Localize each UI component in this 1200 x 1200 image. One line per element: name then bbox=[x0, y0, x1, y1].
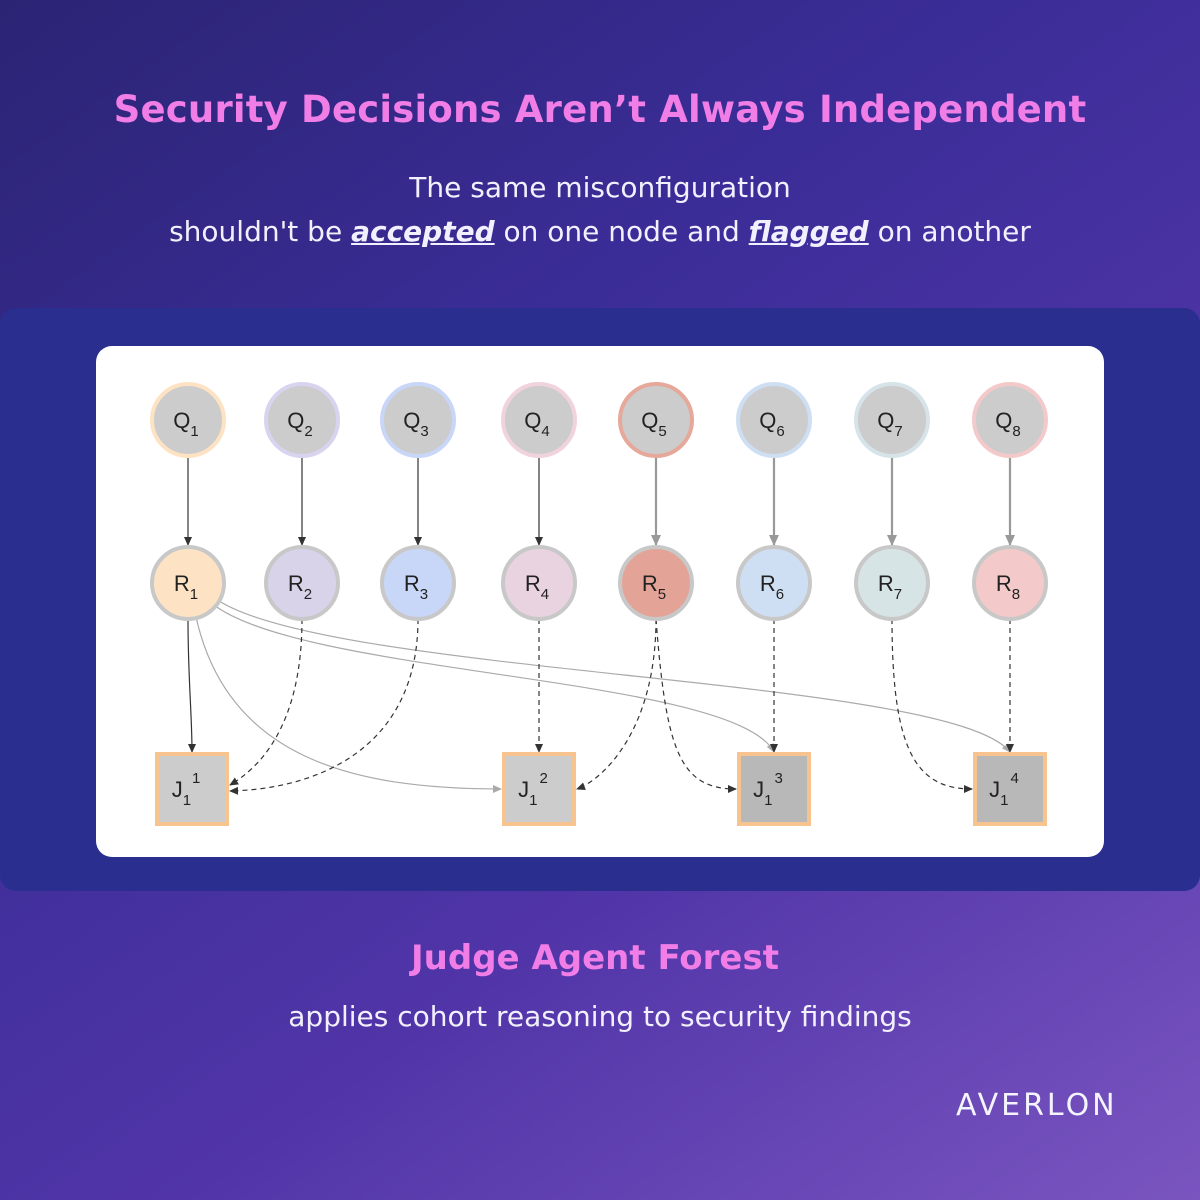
response-node-circle bbox=[264, 545, 340, 621]
response-node-circle bbox=[501, 545, 577, 621]
judge-node-label: J11 bbox=[172, 770, 201, 809]
query-node-label: Q2 bbox=[287, 408, 312, 440]
query-node-q6: Q6 bbox=[736, 382, 812, 458]
subtitle-mid: on one node and bbox=[494, 215, 749, 248]
query-node-q1: Q1 bbox=[150, 382, 226, 458]
edge-r2-j1 bbox=[229, 618, 303, 786]
judge-node-box bbox=[155, 752, 229, 826]
response-node-circle bbox=[380, 545, 456, 621]
edge-r3-j1 bbox=[229, 618, 419, 795]
query-node-q4: Q4 bbox=[501, 382, 577, 458]
query-node-circle bbox=[150, 382, 226, 458]
judge-node-j1: J11 bbox=[155, 752, 229, 826]
response-node-r3: R3 bbox=[380, 545, 456, 621]
judge-node-box bbox=[737, 752, 811, 826]
judge-node-label: J12 bbox=[518, 770, 548, 809]
response-node-label: R7 bbox=[878, 571, 902, 603]
query-node-label: Q8 bbox=[995, 408, 1020, 440]
query-node-label: Q6 bbox=[759, 408, 784, 440]
judge-node-label: J13 bbox=[753, 770, 783, 809]
response-node-circle bbox=[150, 545, 226, 621]
response-node-r6: R6 bbox=[736, 545, 812, 621]
query-node-q8: Q8 bbox=[972, 382, 1048, 458]
response-node-label: R5 bbox=[642, 571, 666, 603]
edge-r1-j4 bbox=[215, 598, 1011, 753]
response-node-circle bbox=[736, 545, 812, 621]
edge-r1-j1 bbox=[187, 618, 196, 753]
section-title: Judge Agent Forest bbox=[411, 938, 779, 978]
query-node-circle bbox=[854, 382, 930, 458]
judge-node-j2: J12 bbox=[502, 752, 576, 826]
query-node-q2: Q2 bbox=[264, 382, 340, 458]
judge-node-j4: J14 bbox=[973, 752, 1047, 826]
query-node-q5: Q5 bbox=[618, 382, 694, 458]
response-node-circle bbox=[854, 545, 930, 621]
query-node-circle bbox=[264, 382, 340, 458]
response-node-r7: R7 bbox=[854, 545, 930, 621]
response-node-label: R3 bbox=[404, 571, 428, 603]
query-node-label: Q5 bbox=[641, 408, 666, 440]
edge-r7-j4 bbox=[891, 618, 973, 793]
page-title: Security Decisions Aren’t Always Indepen… bbox=[113, 88, 1087, 131]
judge-node-label: J14 bbox=[989, 770, 1019, 809]
query-node-label: Q7 bbox=[877, 408, 902, 440]
response-node-r5: R5 bbox=[618, 545, 694, 621]
subtitle-post: on another bbox=[868, 215, 1031, 248]
judge-node-j3: J13 bbox=[737, 752, 811, 826]
averlon-logo: AVERLON bbox=[956, 1088, 1118, 1123]
edge-r5-j3 bbox=[655, 618, 737, 793]
judge-node-box bbox=[502, 752, 576, 826]
response-node-r2: R2 bbox=[264, 545, 340, 621]
response-node-label: R8 bbox=[996, 571, 1020, 603]
edge-r1-j2 bbox=[195, 616, 502, 793]
subtitle-pre: shouldn't be bbox=[169, 215, 352, 248]
flagged-emphasis: flagged bbox=[748, 215, 869, 248]
edges-layer bbox=[184, 456, 1015, 795]
response-node-label: R6 bbox=[760, 571, 784, 603]
edge-r1-j3 bbox=[213, 604, 775, 753]
query-node-circle bbox=[736, 382, 812, 458]
query-node-circle bbox=[972, 382, 1048, 458]
query-node-circle bbox=[380, 382, 456, 458]
subtitle-line-1: The same misconfiguration bbox=[409, 171, 791, 204]
response-node-r8: R8 bbox=[972, 545, 1048, 621]
page-subtitle: The same misconfiguration shouldn't be a… bbox=[0, 166, 1200, 254]
section-subtitle: applies cohort reasoning to security fin… bbox=[288, 1000, 912, 1033]
query-node-circle bbox=[501, 382, 577, 458]
query-node-label: Q4 bbox=[524, 408, 549, 440]
response-node-r1: R1 bbox=[150, 545, 226, 621]
response-node-label: R1 bbox=[174, 571, 198, 603]
response-node-label: R2 bbox=[288, 571, 312, 603]
accepted-emphasis: accepted bbox=[351, 215, 495, 248]
query-node-q7: Q7 bbox=[854, 382, 930, 458]
response-node-label: R4 bbox=[525, 571, 549, 603]
judge-node-box bbox=[973, 752, 1047, 826]
query-node-label: Q1 bbox=[173, 408, 198, 440]
query-node-q3: Q3 bbox=[380, 382, 456, 458]
response-node-circle bbox=[972, 545, 1048, 621]
edge-r5-j2 bbox=[576, 618, 657, 790]
response-node-r4: R4 bbox=[501, 545, 577, 621]
response-node-circle bbox=[618, 545, 694, 621]
subtitle-line-2: shouldn't be accepted on one node and fl… bbox=[0, 210, 1200, 254]
query-node-label: Q3 bbox=[403, 408, 428, 440]
query-node-circle bbox=[618, 382, 694, 458]
